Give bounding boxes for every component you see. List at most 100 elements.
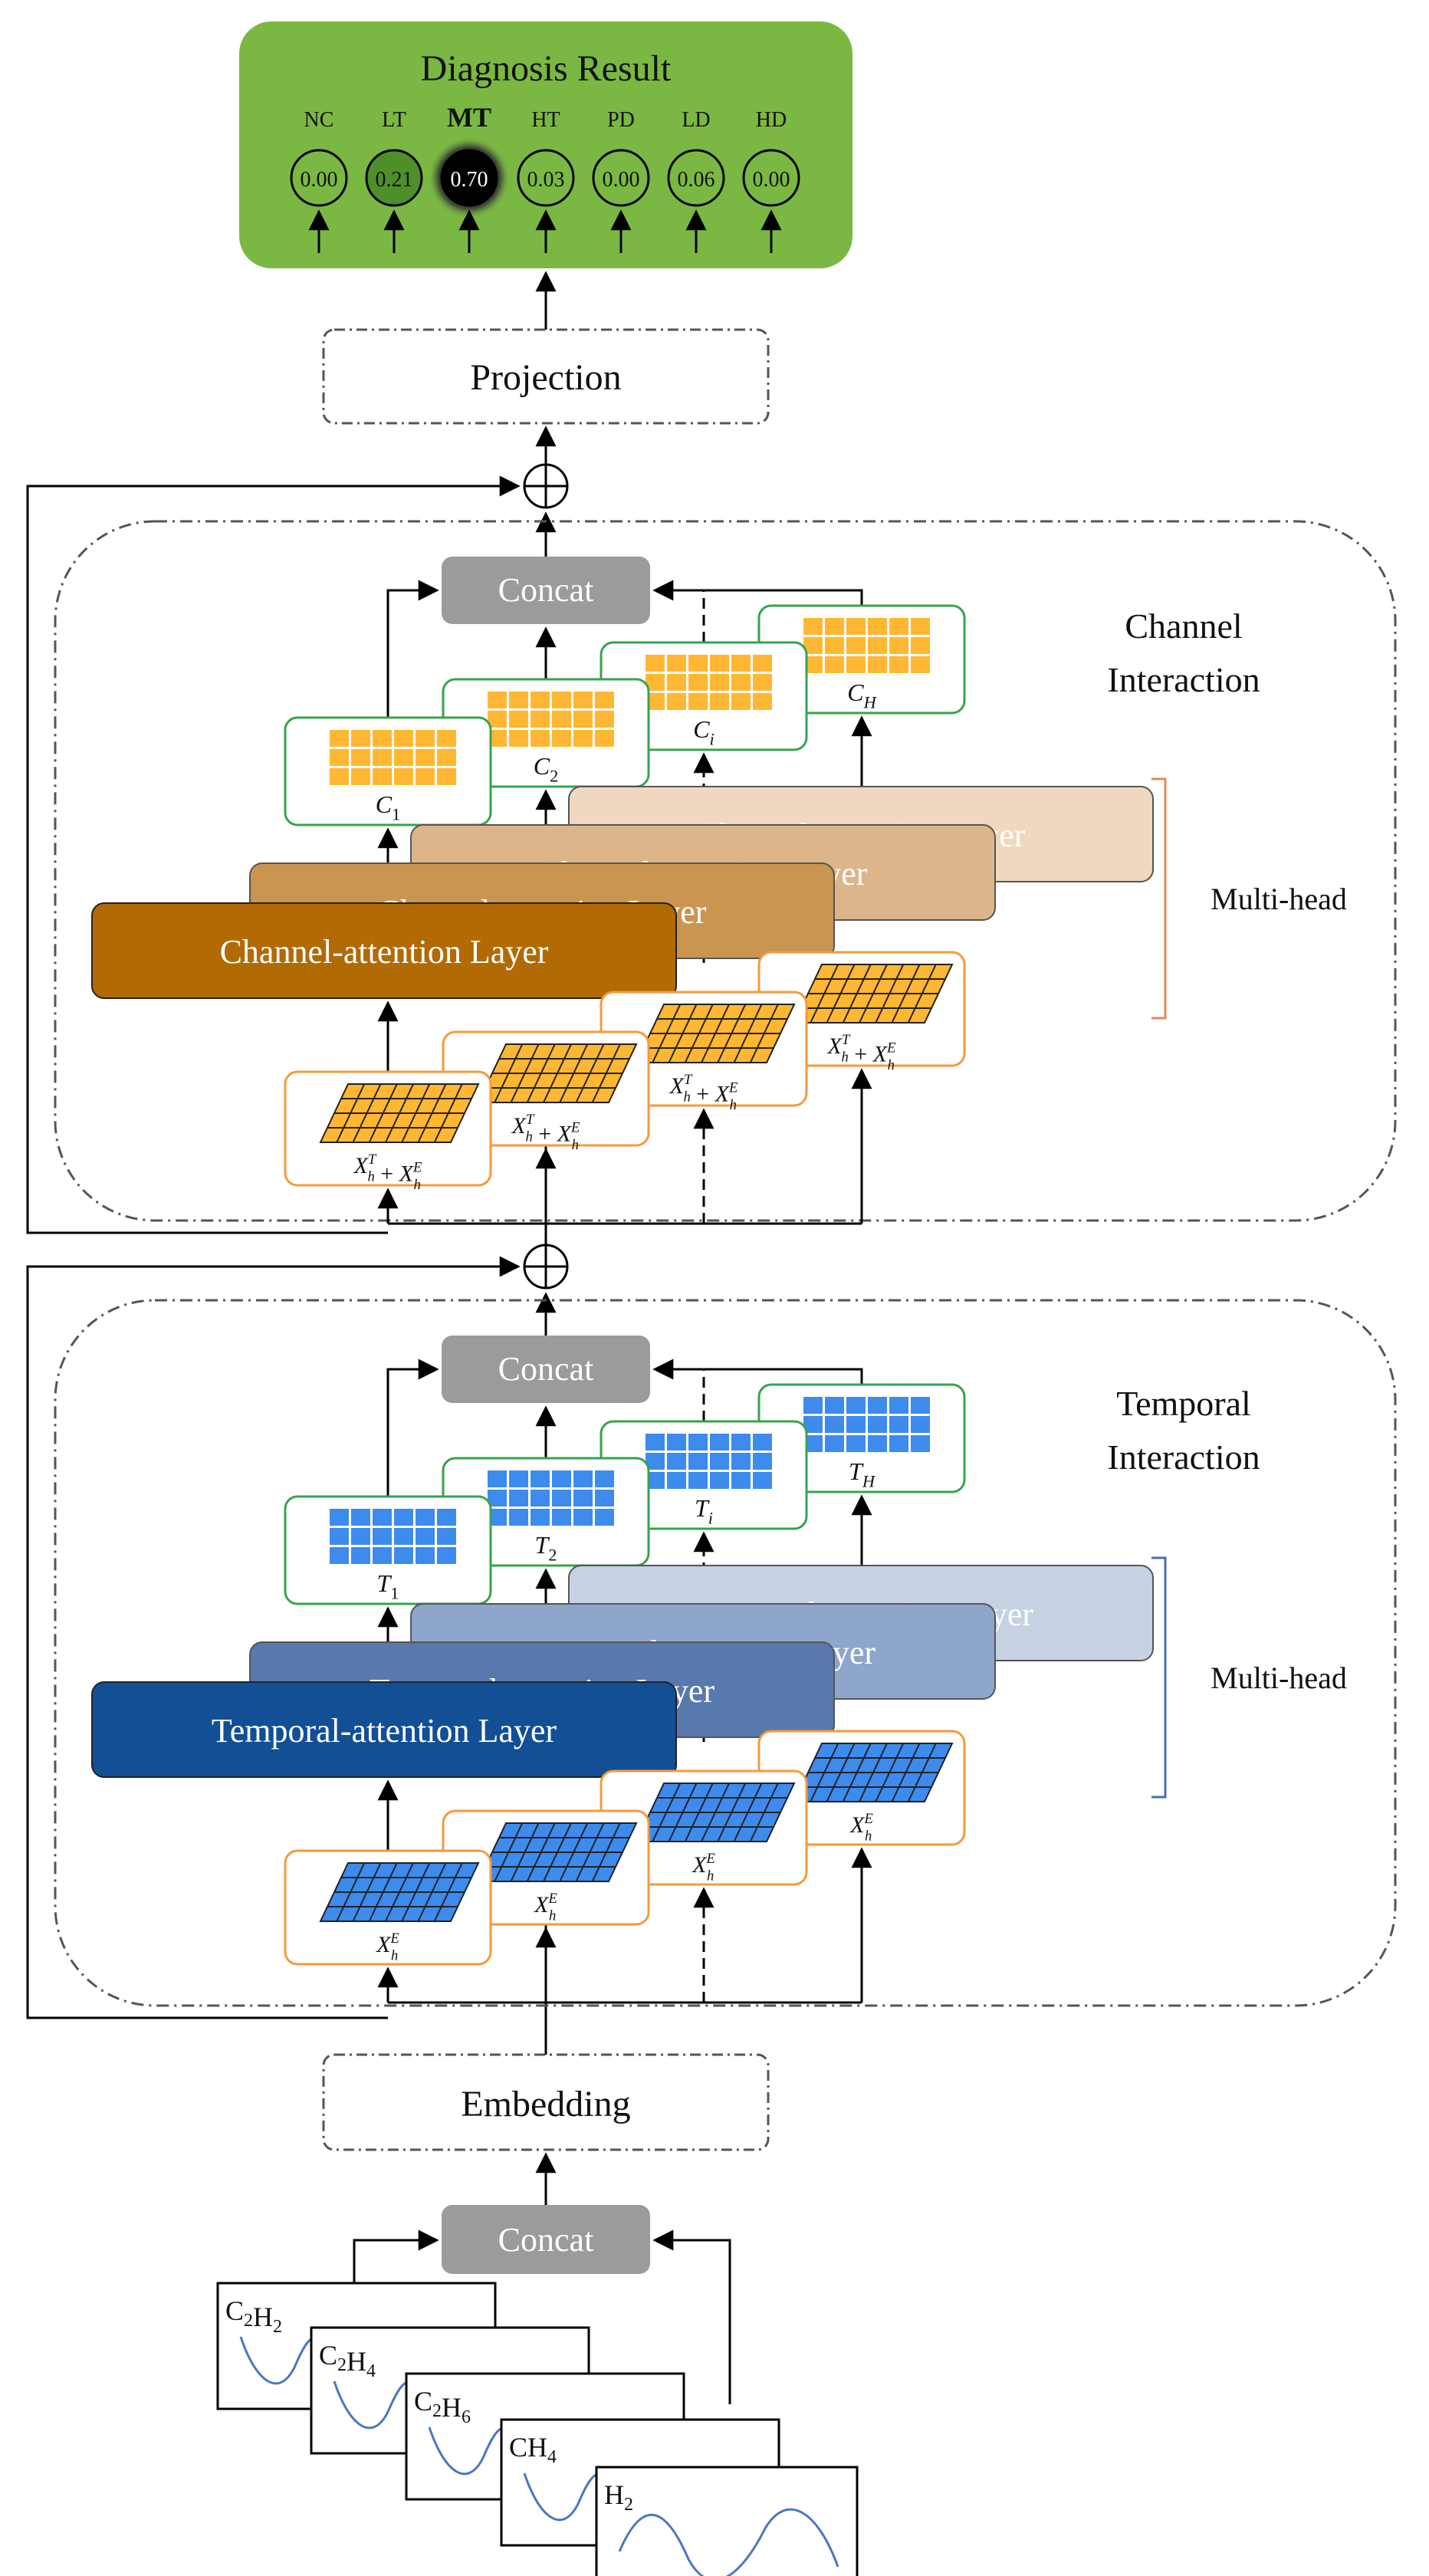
grid-cell bbox=[803, 1435, 823, 1452]
block-concat-label: Concat bbox=[498, 1350, 594, 1388]
grid-cell bbox=[552, 1509, 571, 1526]
grid-cell bbox=[573, 1490, 593, 1506]
head-output-grid bbox=[330, 1509, 456, 1564]
head-input-grid bbox=[635, 1004, 796, 1063]
head-input-grid bbox=[793, 1743, 954, 1802]
head-output-label: TH bbox=[849, 1457, 876, 1491]
head-input-grid bbox=[793, 964, 954, 1024]
grid-cell bbox=[667, 655, 686, 672]
grid-cell bbox=[437, 1528, 456, 1545]
head-input-grid bbox=[635, 1783, 796, 1842]
grid-cell bbox=[509, 692, 528, 708]
grid-cell bbox=[394, 749, 413, 766]
gas-label: C2H6 bbox=[414, 2386, 471, 2427]
block-concat-label: Concat bbox=[498, 571, 594, 609]
grid-cell bbox=[846, 1397, 866, 1414]
multihead-bracket: Multi-head bbox=[1151, 1556, 1347, 1799]
signal-curve bbox=[618, 2508, 839, 2576]
grid-cell bbox=[646, 1472, 665, 1489]
grid-cell bbox=[868, 656, 887, 673]
grid-cell bbox=[825, 1416, 844, 1433]
grid-cell bbox=[552, 1490, 571, 1506]
grid-cell bbox=[868, 618, 887, 635]
grid-cell bbox=[330, 1547, 349, 1564]
class-ld: LD0.06 bbox=[667, 108, 725, 253]
grid-cell bbox=[688, 1453, 708, 1470]
grid-cell bbox=[595, 692, 614, 708]
grid-cell bbox=[552, 692, 571, 708]
channel-interaction-block: Channel Interaction bbox=[54, 520, 1397, 1222]
projection-box: Projection bbox=[322, 328, 770, 425]
head1-to-concat-arrow bbox=[386, 580, 439, 718]
diagnosis-panel-background bbox=[239, 21, 852, 268]
grid-cell bbox=[351, 1528, 370, 1545]
grid-cell bbox=[803, 1397, 823, 1414]
block-concat: Concat bbox=[442, 1336, 650, 1403]
grid-cell bbox=[731, 674, 751, 691]
grid-cell bbox=[889, 1416, 908, 1433]
residual-add-top bbox=[523, 463, 569, 509]
residual-add-bottom bbox=[523, 1244, 569, 1290]
grid-cell bbox=[710, 1434, 729, 1451]
head-output-label: C1 bbox=[376, 790, 401, 824]
probability-value: 0.00 bbox=[301, 168, 338, 192]
grid-cell bbox=[488, 1470, 507, 1487]
head-output-grid bbox=[330, 730, 456, 785]
head1-to-concat-arrow bbox=[386, 1359, 439, 1497]
class-label: MT bbox=[447, 102, 491, 133]
grid-cell bbox=[825, 1435, 844, 1452]
grid-cell bbox=[531, 730, 550, 747]
grid-cell bbox=[509, 711, 528, 728]
grid-cell bbox=[373, 730, 392, 747]
class-label: NC bbox=[304, 108, 334, 132]
attention-layer-label: Channel-attention Layer bbox=[220, 933, 549, 971]
grid-cell bbox=[710, 1472, 729, 1489]
grid-cell bbox=[688, 1434, 708, 1451]
grid-cell bbox=[889, 637, 908, 654]
head-input-grid bbox=[319, 1862, 480, 1922]
temporal-residual-connection bbox=[26, 1256, 521, 2019]
head-output-label: C2 bbox=[534, 752, 559, 786]
gas-signal-h2: H2 bbox=[595, 2466, 859, 2576]
head-output-grid bbox=[646, 1434, 772, 1489]
temporal-block-content: ConcatTHTiT2T1Temporal-attention LayerTe… bbox=[91, 1336, 1347, 2004]
grid-cell bbox=[846, 618, 866, 635]
grid-cell bbox=[373, 749, 392, 766]
grid-cell bbox=[531, 1490, 550, 1506]
grid-cell bbox=[330, 768, 349, 785]
class-ht: HT0.03 bbox=[517, 108, 575, 253]
grid-cell bbox=[394, 1528, 413, 1545]
grid-cell bbox=[846, 637, 866, 654]
grid-cell bbox=[846, 1435, 866, 1452]
multihead-bracket: Multi-head bbox=[1151, 777, 1347, 1020]
grid-cell bbox=[488, 730, 507, 747]
head-output-label: CH bbox=[847, 678, 877, 712]
grid-cell bbox=[667, 1472, 686, 1489]
head-output-label: Ci bbox=[693, 715, 714, 749]
grid-cell bbox=[825, 618, 844, 635]
attention-layer-label: Temporal-attention Layer bbox=[212, 1712, 557, 1750]
probability-node bbox=[440, 149, 498, 207]
grid-cell bbox=[573, 1509, 593, 1526]
grid-cell bbox=[330, 1509, 349, 1526]
grid-cell bbox=[803, 618, 823, 635]
grid-cell bbox=[416, 1528, 435, 1545]
grid-cell bbox=[509, 730, 528, 747]
grid-cell bbox=[710, 674, 729, 691]
head-output-2: C2 bbox=[442, 678, 650, 788]
headH-to-concat-arrow bbox=[652, 580, 863, 606]
channel-block-border bbox=[54, 520, 1397, 1222]
grid-cell bbox=[437, 749, 456, 766]
head-output-label: T1 bbox=[377, 1569, 399, 1603]
grid-cell bbox=[688, 693, 708, 710]
head-output-grid bbox=[646, 655, 772, 710]
grid-cell bbox=[710, 693, 729, 710]
grid-cell bbox=[667, 1434, 686, 1451]
grid-cell bbox=[646, 674, 665, 691]
